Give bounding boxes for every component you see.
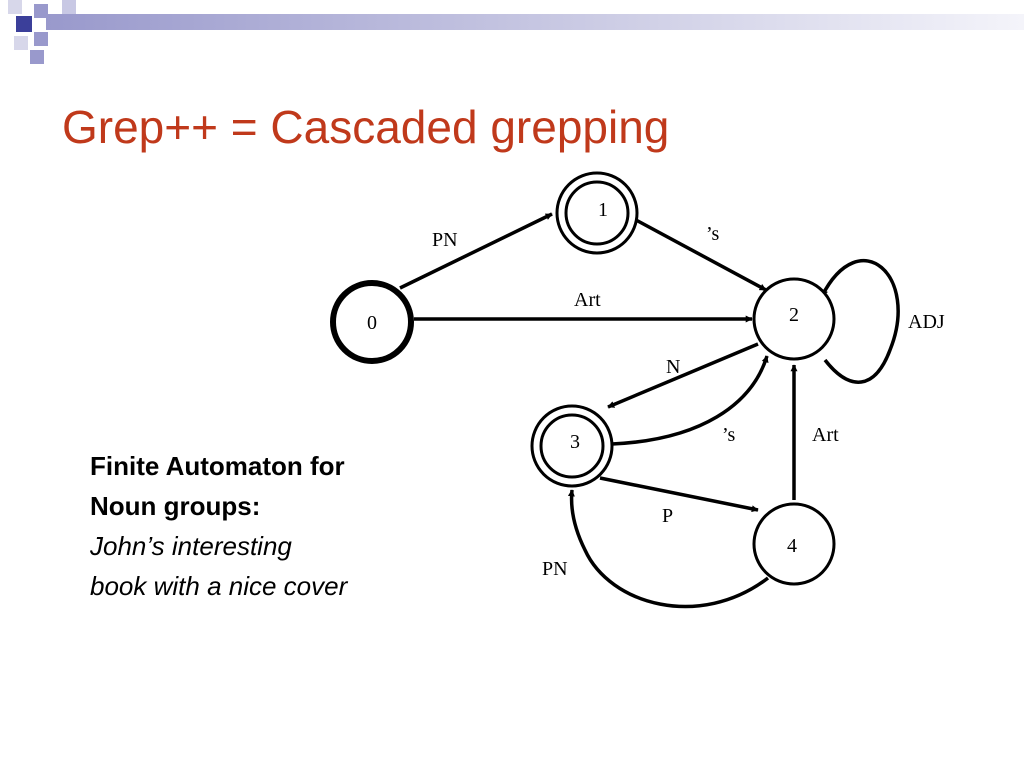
header-decoration bbox=[8, 0, 1024, 64]
transition-2-2-loop: ADJ bbox=[820, 259, 945, 384]
transition-label: PN bbox=[432, 229, 458, 251]
transition-label: Art bbox=[574, 289, 601, 311]
deco-square bbox=[8, 0, 22, 14]
caption-heading-line1: Finite Automaton for bbox=[90, 451, 345, 481]
transition-2-3: N bbox=[607, 342, 759, 409]
state-2: 2 bbox=[752, 277, 836, 361]
caption-heading-line2: Noun groups: bbox=[90, 491, 261, 521]
deco-square bbox=[30, 50, 44, 64]
transition-label: N bbox=[666, 356, 680, 378]
transition-label: ADJ bbox=[908, 311, 945, 333]
transition-4-3: PN bbox=[542, 489, 770, 609]
transition-4-2: Art bbox=[790, 364, 839, 500]
caption-example-line2: book with a nice cover bbox=[90, 571, 348, 601]
caption-example-line1: John’s interesting bbox=[90, 531, 292, 561]
deco-square bbox=[62, 0, 76, 14]
transition-1-2: ’s bbox=[635, 218, 767, 292]
transition-label: PN bbox=[542, 558, 568, 580]
slide-title: Grep++ = Cascaded grepping bbox=[62, 101, 670, 153]
header-bar bbox=[46, 14, 1024, 30]
state-1-final: 1 bbox=[555, 171, 639, 255]
state-label: 1 bbox=[598, 199, 608, 221]
state-3-final: 3 bbox=[530, 404, 614, 488]
deco-square bbox=[14, 36, 28, 50]
deco-square bbox=[34, 4, 48, 18]
state-label: 4 bbox=[787, 535, 797, 557]
state-label: 2 bbox=[789, 304, 799, 326]
transition-label: P bbox=[662, 505, 673, 527]
deco-square bbox=[34, 32, 48, 46]
state-label: 3 bbox=[570, 431, 580, 453]
state-4: 4 bbox=[752, 502, 836, 586]
transition-label: Art bbox=[812, 424, 839, 446]
state-label: 0 bbox=[367, 312, 377, 334]
transition-3-2: ’s bbox=[611, 355, 769, 446]
diagram-caption: Finite Automaton for Noun groups: John’s… bbox=[90, 446, 450, 606]
state-0: 0 bbox=[330, 280, 414, 364]
transition-0-1: PN bbox=[399, 212, 553, 290]
transition-label: ’s bbox=[722, 424, 736, 446]
deco-square bbox=[16, 16, 32, 32]
transition-0-2: Art bbox=[414, 289, 753, 323]
transition-label: ’s bbox=[706, 223, 720, 245]
transition-3-4: P bbox=[599, 476, 759, 527]
